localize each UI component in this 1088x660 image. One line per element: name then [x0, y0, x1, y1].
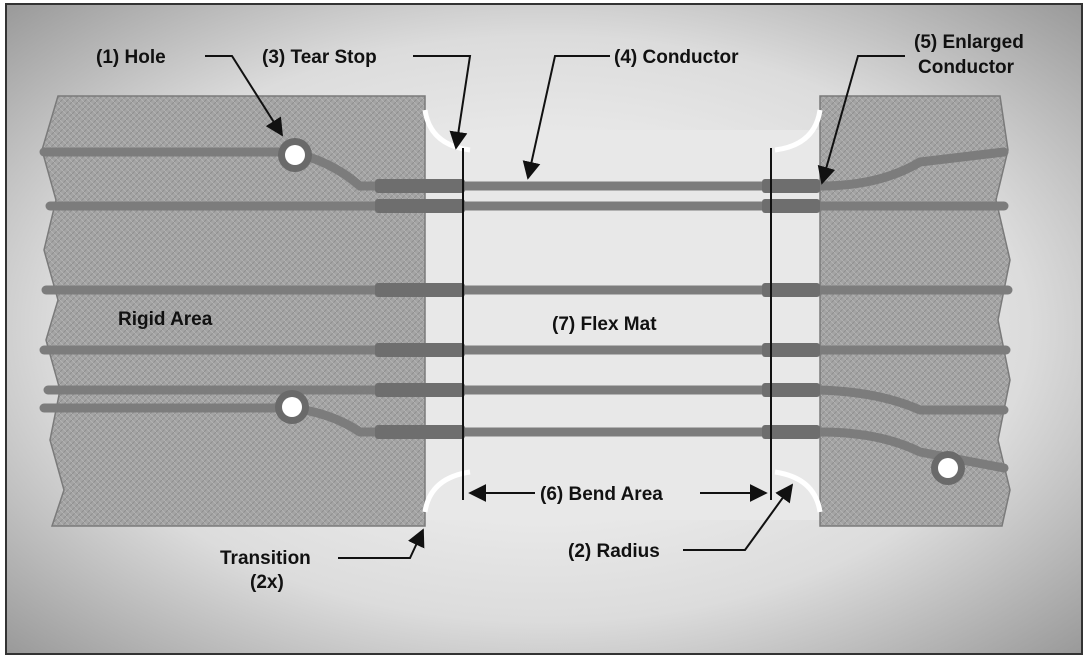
callout-leaders: [205, 55, 905, 559]
label-tear-stop: (3) Tear Stop: [262, 47, 377, 68]
flex-mat-region: [425, 130, 820, 520]
plated-holes: [275, 138, 965, 485]
label-flex-mat: (7) Flex Mat: [552, 314, 657, 335]
leader-conductor: [522, 55, 610, 180]
label-conductor: (4) Conductor: [614, 47, 739, 68]
leader-transition: [338, 528, 425, 559]
label-radius: (2) Radius: [568, 541, 660, 562]
label-enlarged-line1: (5) Enlarged: [914, 32, 1024, 53]
leader-hole: [205, 55, 283, 137]
leader-enlarged: [817, 55, 905, 185]
label-rigid-area: Rigid Area: [118, 309, 213, 330]
leader-tear-stop: [413, 55, 472, 150]
leader-radius: [683, 483, 794, 551]
label-hole: (1) Hole: [96, 47, 166, 68]
radius-bottom-right: [774, 469, 823, 513]
label-enlarged-line2: Conductor: [918, 57, 1015, 78]
label-transition-line1: Transition: [220, 548, 311, 569]
label-transition-line2: (2x): [250, 572, 284, 593]
radius-top-right: [774, 109, 823, 153]
label-bend-area: (6) Bend Area: [540, 484, 663, 505]
enlarged-conductors: [375, 179, 820, 439]
rigid-area-left: [41, 95, 426, 527]
